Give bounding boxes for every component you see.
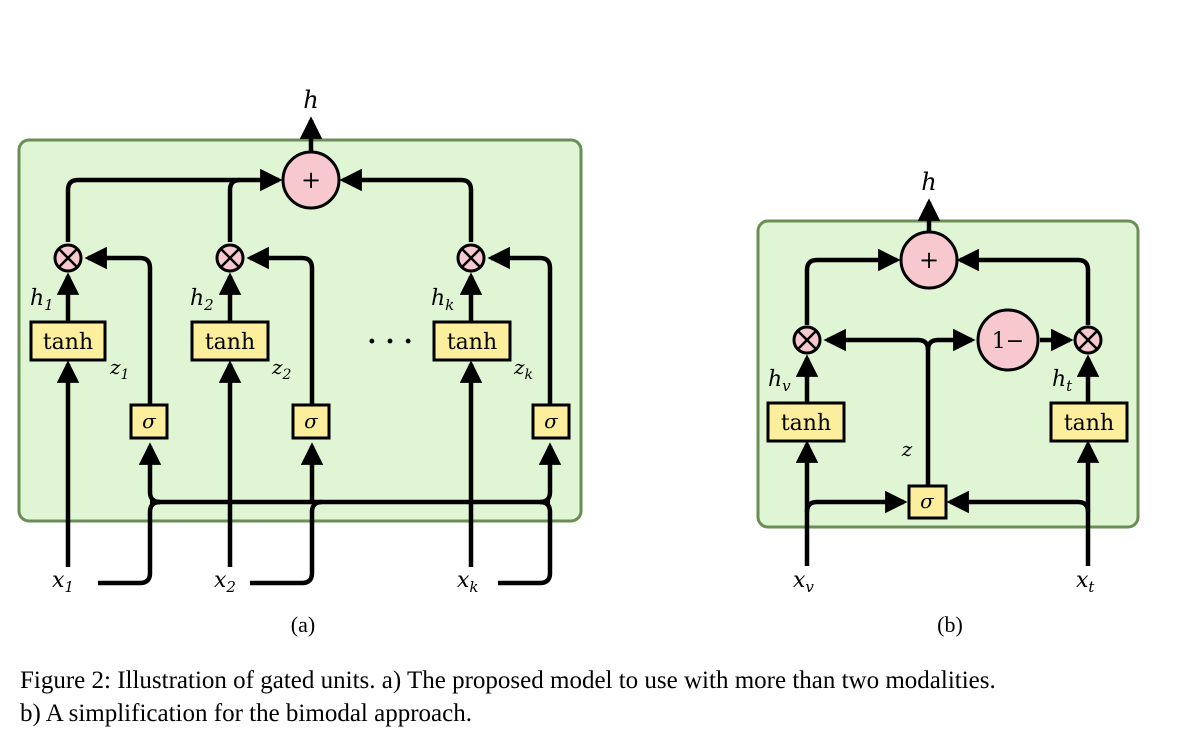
a-ellipsis: · · · [367,327,412,357]
b-xt-to-sigma [946,490,1091,514]
b-gate-label: z [901,437,913,461]
b-panel-label: (b) [937,612,963,637]
b-sum-node [899,230,959,290]
b-hidden-label-v: hv [768,367,791,395]
a-tanh-label-k: tanh [447,330,497,355]
b-tanh-box-t: tanh [1049,401,1129,443]
a-output-label: h [303,86,318,114]
a-gate-label-2: z2 [271,355,292,383]
a-input-label-2: x2 [214,568,236,596]
b-input-label-t: xt [1076,568,1095,596]
a-sum-symbol: + [301,166,321,194]
figure-caption: Figure 2: Illustration of gated units. a… [20,664,1170,730]
panel-b: + 1− tanh tanh σ h hv ht z [756,168,1140,637]
a-multiply-node-1 [53,243,83,273]
b-tanh-box-v: tanh [766,401,846,443]
b-output-label: h [921,168,936,196]
a-multiply-node-k [456,243,486,273]
a-tanh-box-1: tanh [29,320,107,362]
a-tanh-label-1: tanh [43,330,93,355]
a-sigma-label-2: σ [304,409,319,433]
b-z-to-one-minus [925,328,976,352]
a-tanh-label-2: tanh [205,330,255,355]
a-sigma-box-2: σ [291,403,331,440]
b-hidden-label-t: ht [1052,367,1073,395]
a-m1-to-sum [65,168,283,242]
a-panel-label: (a) [291,612,315,637]
a-sum-node [281,150,341,210]
a-multiply-node-2 [215,243,245,273]
caption-line-2: b) A simplification for the bimodal appr… [20,700,472,727]
b-tanh-label-t: tanh [1064,411,1114,436]
a-tanh-box-2: tanh [190,320,270,362]
b-mt-to-sum [956,248,1091,325]
b-sigma-box: σ [907,484,948,520]
panel-b-background [756,219,1140,529]
b-input-label-v: xv [793,568,814,596]
b-multiply-node-t [1073,325,1103,355]
a-mk-to-sum [339,168,474,242]
a-input-label-k: xk [457,568,479,596]
b-xv-to-sigma [804,490,908,514]
a-sigma-box-1: σ [129,403,169,440]
panel-a: + tanh tanh tanh σ [17,86,583,637]
a-gate-label-k: zk [513,355,533,383]
a-bus-to-sigma-1 [138,442,162,505]
a-bus-to-sigma-k [538,442,562,505]
a-zk-line [487,246,553,404]
caption-line-1: Figure 2: Illustration of gated units. a… [20,667,996,694]
b-sigma-label: σ [920,489,935,513]
gated-units-figure: + tanh tanh tanh σ [17,86,1140,637]
a-z1-line [84,246,153,404]
a-sigma-label-k: σ [544,409,559,433]
a-gate-label-1: z1 [109,355,129,383]
a-sigma-label-1: σ [142,409,157,433]
a-hidden-label-k: hk [431,286,454,314]
a-hidden-label-1: h1 [30,286,54,314]
a-input-label-1: x1 [52,568,74,596]
b-tanh-label-v: tanh [781,411,831,436]
a-hidden-label-2: h2 [190,286,214,314]
a-m2-to-sum [227,177,241,242]
b-one-minus-node [976,308,1040,372]
b-multiply-node-v [792,325,822,355]
b-one-minus-label: 1− [992,329,1024,354]
b-sum-symbol: + [919,246,939,274]
a-tanh-box-k: tanh [432,320,512,362]
a-z2-line [246,246,315,404]
a-sigma-box-k: σ [531,403,571,440]
b-mv-to-sum [804,248,901,325]
